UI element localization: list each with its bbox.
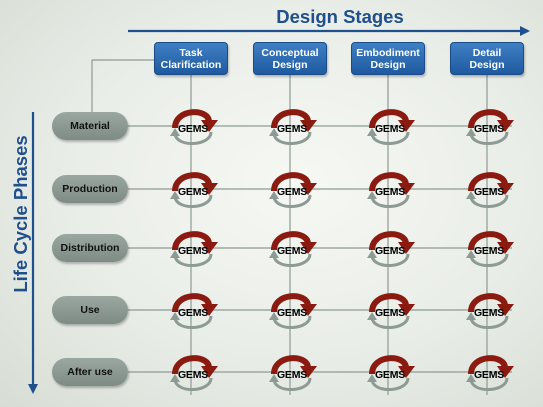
gems-cell: GEMS — [266, 228, 318, 274]
cycle-arrows-icon — [367, 172, 415, 208]
gems-label: GEMS — [177, 245, 209, 257]
gems-cell: GEMS — [167, 106, 219, 152]
cycle-arrows-icon — [466, 172, 514, 208]
gems-cell: GEMS — [463, 290, 515, 336]
gems-cell: GEMS — [266, 290, 318, 336]
cycle-arrows-icon — [170, 172, 218, 208]
cycle-arrows-icon — [269, 109, 317, 145]
cycle-arrows-icon — [269, 172, 317, 208]
gems-label: GEMS — [276, 123, 308, 135]
phase-use: Use — [52, 296, 128, 324]
cycle-arrows-icon — [466, 293, 514, 329]
gems-cell: GEMS — [463, 228, 515, 274]
stage-detail-design: Detail Design — [450, 42, 524, 75]
phase-distribution: Distribution — [52, 234, 128, 262]
phase-production: Production — [52, 175, 128, 203]
gems-cell: GEMS — [463, 106, 515, 152]
cycle-arrows-icon — [269, 231, 317, 267]
gems-cell: GEMS — [364, 290, 416, 336]
cycle-arrows-icon — [170, 293, 218, 329]
gems-label: GEMS — [473, 186, 505, 198]
life-cycle-phases-title: Life Cycle Phases — [10, 135, 31, 293]
gems-label: GEMS — [177, 123, 209, 135]
design-stages-title: Design Stages — [276, 6, 404, 27]
gems-label: GEMS — [473, 307, 505, 319]
cycle-arrows-icon — [367, 293, 415, 329]
cycle-arrows-icon — [269, 293, 317, 329]
gems-cell: GEMS — [463, 169, 515, 215]
gems-label: GEMS — [177, 369, 209, 381]
phase-material: Material — [52, 112, 128, 140]
cycle-arrows-icon — [466, 355, 514, 391]
gems-label: GEMS — [276, 245, 308, 257]
cycle-arrows-icon — [170, 109, 218, 145]
gems-cell: GEMS — [364, 169, 416, 215]
gems-label: GEMS — [177, 186, 209, 198]
gems-cell: GEMS — [364, 352, 416, 398]
gems-cell: GEMS — [364, 228, 416, 274]
cycle-arrows-icon — [466, 231, 514, 267]
gems-label: GEMS — [374, 123, 406, 135]
gems-cell: GEMS — [463, 352, 515, 398]
gems-label: GEMS — [374, 369, 406, 381]
gems-cell: GEMS — [167, 228, 219, 274]
gems-label: GEMS — [177, 307, 209, 319]
gems-cell: GEMS — [266, 169, 318, 215]
gems-cell: GEMS — [266, 352, 318, 398]
gems-cell: GEMS — [167, 352, 219, 398]
cycle-arrows-icon — [170, 355, 218, 391]
gems-cell: GEMS — [364, 106, 416, 152]
stage-embodiment-design: Embodiment Design — [351, 42, 425, 75]
cycle-arrows-icon — [367, 355, 415, 391]
gems-cell: GEMS — [167, 290, 219, 336]
gems-label: GEMS — [473, 123, 505, 135]
cycle-arrows-icon — [367, 231, 415, 267]
cycle-arrows-icon — [466, 109, 514, 145]
gems-label: GEMS — [276, 307, 308, 319]
gems-cell: GEMS — [266, 106, 318, 152]
cycle-arrows-icon — [269, 355, 317, 391]
gems-cell: GEMS — [167, 169, 219, 215]
cycle-arrows-icon — [367, 109, 415, 145]
gems-label: GEMS — [276, 369, 308, 381]
gems-label: GEMS — [374, 245, 406, 257]
gems-label: GEMS — [473, 369, 505, 381]
gems-label: GEMS — [374, 186, 406, 198]
stage-conceptual-design: Conceptual Design — [253, 42, 327, 75]
cycle-arrows-icon — [170, 231, 218, 267]
gems-label: GEMS — [473, 245, 505, 257]
gems-label: GEMS — [276, 186, 308, 198]
phase-after-use: After use — [52, 358, 128, 386]
gems-label: GEMS — [374, 307, 406, 319]
stage-task-clarification: Task Clarification — [154, 42, 228, 75]
